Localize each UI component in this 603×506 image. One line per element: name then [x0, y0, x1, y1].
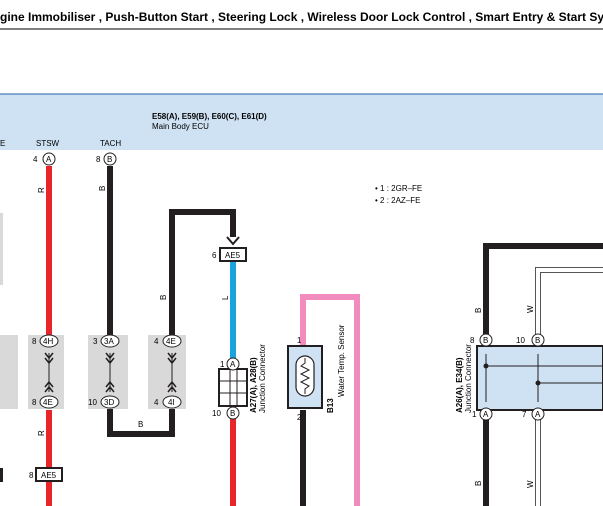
wire-tach-loop-bottom — [107, 409, 175, 437]
junction-block-edge-upper — [0, 213, 3, 285]
ecu-connectors: E58(A), E59(B), E60(C), E61(D) — [152, 112, 267, 121]
jp-r-up-arrow-icon — [44, 380, 54, 393]
sensor-pin-2: 2 — [297, 413, 302, 422]
a27-top-id: A — [230, 360, 236, 369]
a26-b-top-id: B — [483, 336, 488, 345]
a26-w-top-circle — [531, 333, 545, 347]
a26-title: A26(A), E34(B) — [455, 357, 464, 413]
pin-tach-num: 8 — [96, 155, 101, 164]
jp-tach-top-pin: 3 — [93, 337, 98, 346]
label-tach: B — [98, 186, 107, 191]
jp-r-down-arrow-icon — [44, 352, 54, 365]
ae5-top-id: AE5 — [225, 251, 241, 260]
a27-junction-box — [218, 368, 248, 407]
a27-bottom-id: B — [230, 409, 235, 418]
a26-node-2 — [535, 380, 541, 386]
thermistor-resistor-icon — [299, 358, 311, 394]
edge-connector-stub — [0, 468, 3, 482]
ae5-top-pin: 6 — [212, 251, 217, 260]
a26-node-1 — [483, 363, 489, 369]
a26-b-top-circle — [479, 333, 493, 347]
a26-b-top-pin: 8 — [470, 336, 475, 345]
a27-bottom-pin: 10 — [212, 409, 221, 418]
ae5-bottom-box — [35, 467, 63, 482]
jp-loop-bottom-oval — [162, 395, 182, 409]
label-right-w-lower: W — [526, 480, 535, 488]
a26-w-top-id: B — [535, 336, 540, 345]
a26-b-bottom-pin: 1 — [472, 410, 477, 419]
a27-top-circle — [226, 357, 240, 371]
wire-right-w-upper-outline — [535, 267, 603, 337]
sensor-code: B13 — [326, 398, 335, 413]
a27-subtitle: Junction Connector — [258, 344, 267, 413]
jp-tach-bottom-id: 3D — [104, 398, 114, 407]
label-blue-wire: L — [221, 295, 230, 300]
label-stsw-upper: R — [37, 187, 46, 193]
ae5-bottom-id: AE5 — [41, 471, 57, 480]
pin-stsw-conn: A — [46, 155, 52, 164]
ae5-top-box — [219, 247, 247, 262]
jp-r-top-pin: 8 — [32, 337, 37, 346]
jp-loop-top-id: 4E — [166, 337, 176, 346]
a26-b-bottom-circle — [479, 407, 493, 421]
ecu-name: Main Body ECU — [152, 122, 209, 131]
sensor-name: Water Temp. Sensor — [337, 324, 346, 397]
wire-right-b-upper — [483, 243, 603, 337]
jp-tach-bottom-oval — [100, 395, 120, 409]
label-right-b-lower: B — [474, 481, 483, 486]
a26-subtitle: Junction Connector — [464, 344, 473, 413]
jp-tach-top-oval — [100, 334, 120, 348]
ecu-edge-label: E — [0, 139, 5, 148]
jp-r-top-id: 4H — [43, 337, 53, 346]
label-right-b-upper: B — [474, 308, 483, 313]
page-title: gine Immobiliser , Push-Button Start , S… — [0, 10, 603, 24]
wire-pink — [300, 294, 360, 506]
a26-w-bottom-pin: 7 — [522, 410, 527, 419]
pin-tach-conn: B — [107, 155, 112, 164]
terminal-stsw: STSW — [36, 139, 60, 148]
jp-loop-down-arrow-icon — [167, 352, 177, 365]
a26-junction-box — [476, 345, 603, 411]
a26-w-top-pin: 10 — [516, 336, 525, 345]
note-1: • 1 : 2GR–FE — [375, 184, 422, 193]
label-stsw-lower: R — [37, 430, 46, 436]
label-loop: B — [159, 295, 168, 300]
note-2: • 2 : 2AZ–FE — [375, 196, 420, 205]
sensor-pin-1: 1 — [297, 336, 302, 345]
pin-tach-circle — [103, 152, 117, 166]
a27-bottom-circle — [226, 406, 240, 420]
jp-tach-top-id: 3A — [104, 337, 114, 346]
jp-r-top-oval — [39, 334, 59, 348]
jp-tach-up-arrow-icon — [105, 380, 115, 393]
a26-w-bottom-circle — [531, 407, 545, 421]
ae5-top-arrow-icon — [226, 236, 240, 246]
a26-w-bottom-id: A — [535, 410, 541, 419]
terminal-tach: TACH — [100, 139, 121, 148]
jp-loop-top-oval — [162, 334, 182, 348]
wire-loop-top — [169, 209, 236, 341]
ecu-band — [0, 94, 603, 150]
a26-b-bottom-id: A — [483, 410, 489, 419]
jp-r-bottom-oval — [39, 395, 59, 409]
jp-r-bottom-pin: 8 — [32, 398, 37, 407]
pin-stsw-num: 4 — [33, 155, 38, 164]
pin-stsw-circle — [42, 152, 56, 166]
a27-top-pin: 1 — [220, 360, 225, 369]
a27-title: A27(A), A28(B) — [249, 357, 258, 413]
jp-tach-down-arrow-icon — [105, 352, 115, 365]
jp-loop-up-arrow-icon — [167, 380, 177, 393]
jp-r-bottom-id: 4E — [43, 398, 53, 407]
label-right-w-upper: W — [526, 305, 535, 313]
junction-block-edge — [0, 335, 18, 409]
jp-loop-top-pin: 4 — [154, 337, 159, 346]
jp-loop-bottom-id: 4I — [168, 398, 175, 407]
wire-right-w-upper — [536, 268, 603, 337]
ae5-bottom-pin: 8 — [29, 471, 34, 480]
label-bottom-link: B — [138, 420, 143, 429]
jp-loop-bottom-pin: 4 — [154, 398, 159, 407]
jp-tach-bottom-pin: 10 — [88, 398, 97, 407]
